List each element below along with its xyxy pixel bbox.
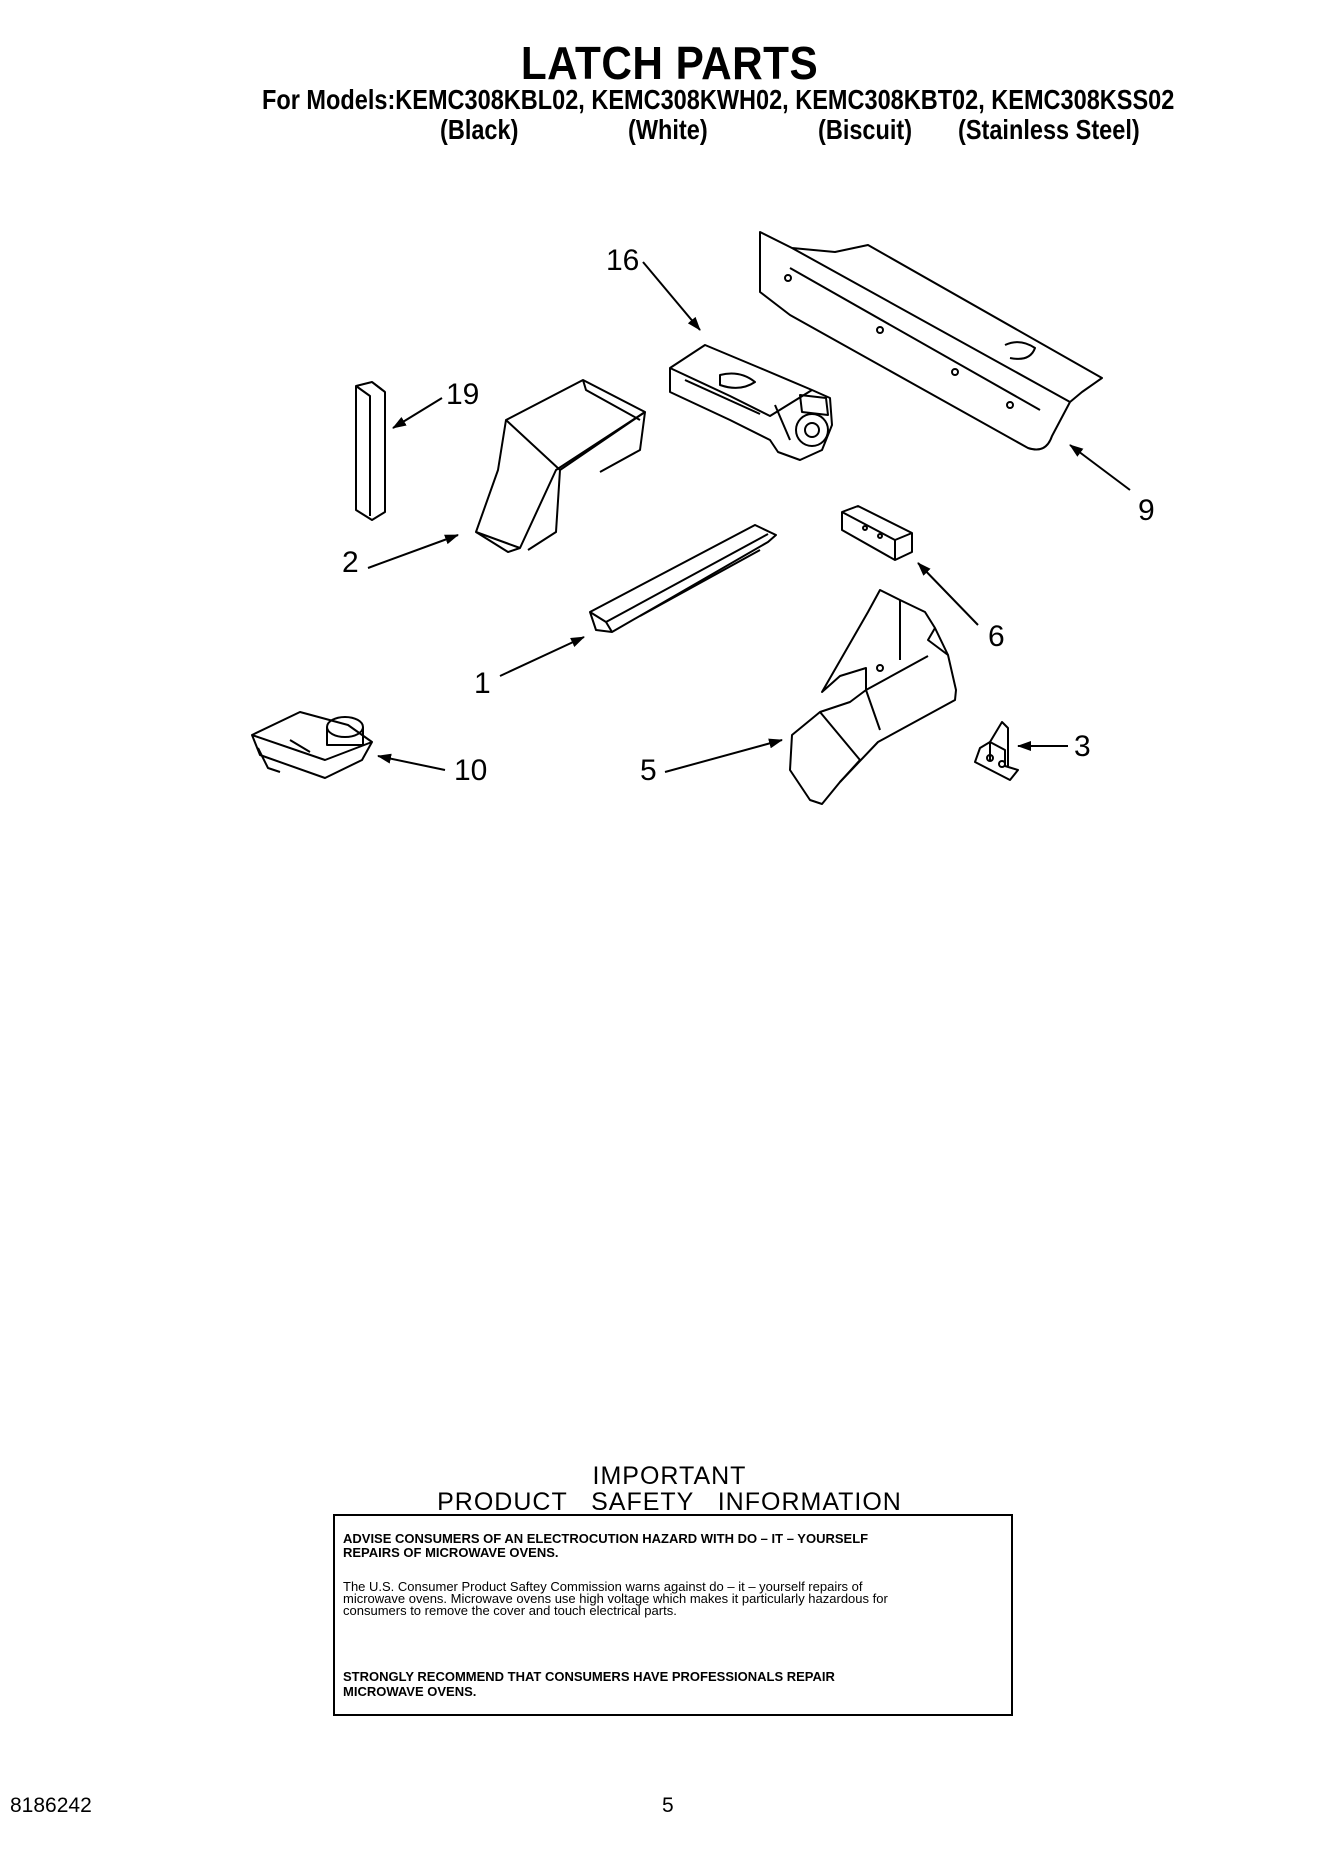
safety-heading: PRODUCT SAFETY INFORMATION xyxy=(437,1488,902,1516)
body-line-2: microwave ovens. Microwave ovens use hig… xyxy=(343,1591,888,1606)
exploded-parts-diagram: 16 19 2 9 6 1 10 5 3 xyxy=(251,231,1155,805)
color-stainless-steel: (Stainless Steel) xyxy=(958,114,1140,145)
callout-3: 3 xyxy=(1074,730,1091,763)
part-19-strip-drawing xyxy=(355,381,386,521)
callout-1: 1 xyxy=(474,667,491,700)
safety-information-box xyxy=(333,1514,1013,1716)
page-title: LATCH PARTS xyxy=(520,37,819,89)
page-number: 5 xyxy=(662,1794,674,1817)
body-line-1: The U.S. Consumer Product Saftey Commiss… xyxy=(343,1579,863,1594)
callout-6: 6 xyxy=(988,620,1005,653)
recommend-line-2: MICROWAVE OVENS. xyxy=(343,1684,477,1699)
color-white: (White) xyxy=(628,114,708,145)
part-9-bracket-drawing xyxy=(759,231,1103,451)
callout-2: 2 xyxy=(342,546,359,579)
leader-arrows xyxy=(367,261,1131,773)
important-heading: IMPORTANT xyxy=(592,1462,747,1490)
part-10-switch-drawing xyxy=(251,711,373,779)
part-2-duct-cover-drawing xyxy=(475,379,646,553)
part-6-block-drawing xyxy=(841,505,913,561)
body-line-3: consumers to remove the cover and touch … xyxy=(343,1603,677,1618)
advise-line-1: ADVISE CONSUMERS OF AN ELECTROCUTION HAZ… xyxy=(343,1531,869,1546)
advise-line-2: REPAIRS OF MICROWAVE OVENS. xyxy=(343,1545,559,1560)
part-3-bracket-drawing xyxy=(974,721,1019,781)
color-black: (Black) xyxy=(440,114,519,145)
callout-10: 10 xyxy=(454,754,487,787)
callout-16: 16 xyxy=(606,244,639,277)
callout-9: 9 xyxy=(1138,494,1155,527)
color-biscuit: (Biscuit) xyxy=(818,114,913,145)
part-5-shield-drawing xyxy=(789,589,957,805)
part-1-plate-drawing xyxy=(589,524,777,633)
models-line: For Models:KEMC308KBL02, KEMC308KWH02, K… xyxy=(262,84,1175,115)
recommend-line-1: STRONGLY RECOMMEND THAT CONSUMERS HAVE P… xyxy=(343,1669,835,1684)
part-16-latch-assembly-drawing xyxy=(669,344,833,461)
callout-5: 5 xyxy=(640,754,657,787)
document-number: 8186242 xyxy=(10,1794,92,1817)
callout-19: 19 xyxy=(446,378,479,411)
